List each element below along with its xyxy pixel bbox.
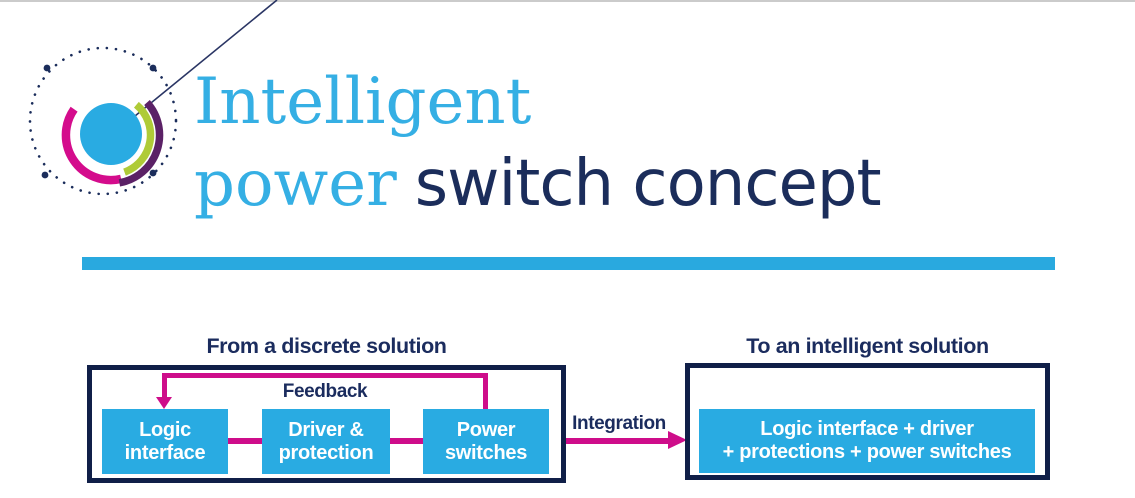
connector-logic-driver [228, 438, 262, 444]
left-diagram-title: From a discrete solution [206, 334, 447, 358]
block-power-switches-line2: switches [444, 441, 528, 464]
feedback-line-left-vertical [162, 373, 167, 398]
logo-accent-dots [41, 64, 157, 179]
block-logic-interface-line1: Logic [139, 418, 191, 441]
feedback-label: Feedback [282, 381, 368, 402]
logo-pointer-line [134, 0, 278, 117]
block-power-switches: Power switches [423, 409, 549, 474]
integration-arrowhead-icon [668, 431, 687, 449]
logo-blue-dot [80, 103, 142, 165]
top-border-rule [0, 0, 1135, 2]
block-logic-interface-line2: interface [124, 441, 206, 464]
block-driver-protection-line2: protection [278, 441, 374, 464]
logo-purple-arc [118, 99, 164, 187]
integration-label: Integration [572, 413, 666, 434]
block-logic-interface: Logic interface [102, 409, 228, 474]
feedback-line-right-vertical [483, 373, 488, 409]
logo-dotted-circle [28, 46, 178, 196]
title-words-switch-concept: switch concept [414, 147, 882, 221]
st-life-augmented-logo [28, 0, 278, 196]
block-integrated-line2: + protections + power switches [722, 441, 1012, 463]
right-diagram-title: To an intelligent solution [746, 334, 989, 358]
block-integrated-solution: Logic interface + driver + protections +… [699, 409, 1035, 473]
block-driver-protection: Driver & protection [262, 409, 390, 474]
block-integrated-line1: Logic interface + driver [760, 418, 974, 440]
title-word-power: power [194, 147, 397, 221]
integration-arrow-line [566, 438, 669, 444]
logo-pink-arc [61, 106, 123, 185]
feedback-arrowhead-icon [156, 397, 172, 409]
block-power-switches-line1: Power [456, 418, 516, 441]
page-title-line1: Intelligent [194, 60, 881, 142]
title-word-intelligent: Intelligent [194, 65, 532, 139]
logo-green-arc [123, 101, 155, 176]
feedback-line-horizontal [162, 373, 488, 378]
block-driver-protection-line1: Driver & [288, 418, 364, 441]
connector-driver-power [390, 438, 423, 444]
title-underline-bar [82, 257, 1055, 270]
